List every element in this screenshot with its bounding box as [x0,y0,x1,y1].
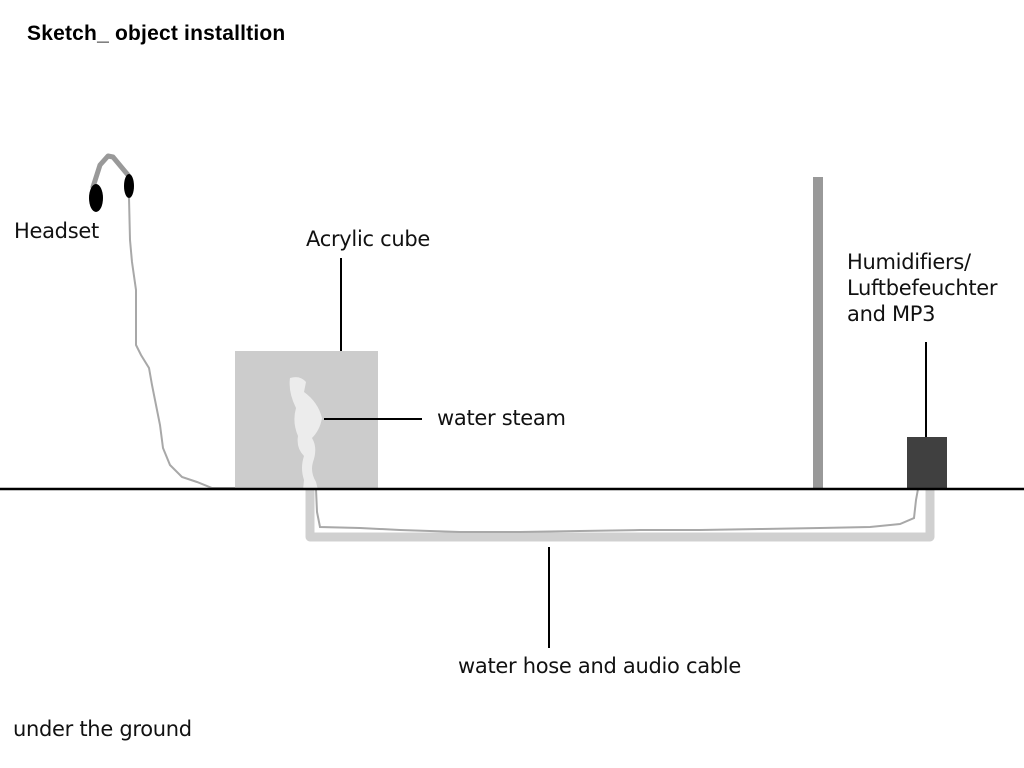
headset-right-ear [124,174,134,198]
label-underground: under the ground [13,717,192,741]
headset-left-ear [89,184,103,212]
label-humidifier-line2: Luftbefeuchter [847,276,998,300]
label-water-steam: water steam [437,406,566,430]
label-hose: water hose and audio cable [458,654,741,678]
label-humidifier-line1: Humidifiers/ [847,250,971,274]
headset-band [90,153,131,190]
headset-icon [89,153,134,212]
label-acrylic-cube: Acrylic cube [306,227,430,251]
label-headset: Headset [14,219,99,243]
label-humidifier-line3: and MP3 [847,302,936,326]
headset-cable [128,197,236,489]
diagram-title: Sketch_ object installtion [27,22,286,45]
water-hose [305,489,935,542]
pole [813,177,823,489]
label-humidifier: Humidifiers/ Luftbefeuchter and MP3 [847,249,998,327]
humidifier-box [907,437,947,489]
audio-cable [315,488,919,533]
water-steam [289,377,322,490]
